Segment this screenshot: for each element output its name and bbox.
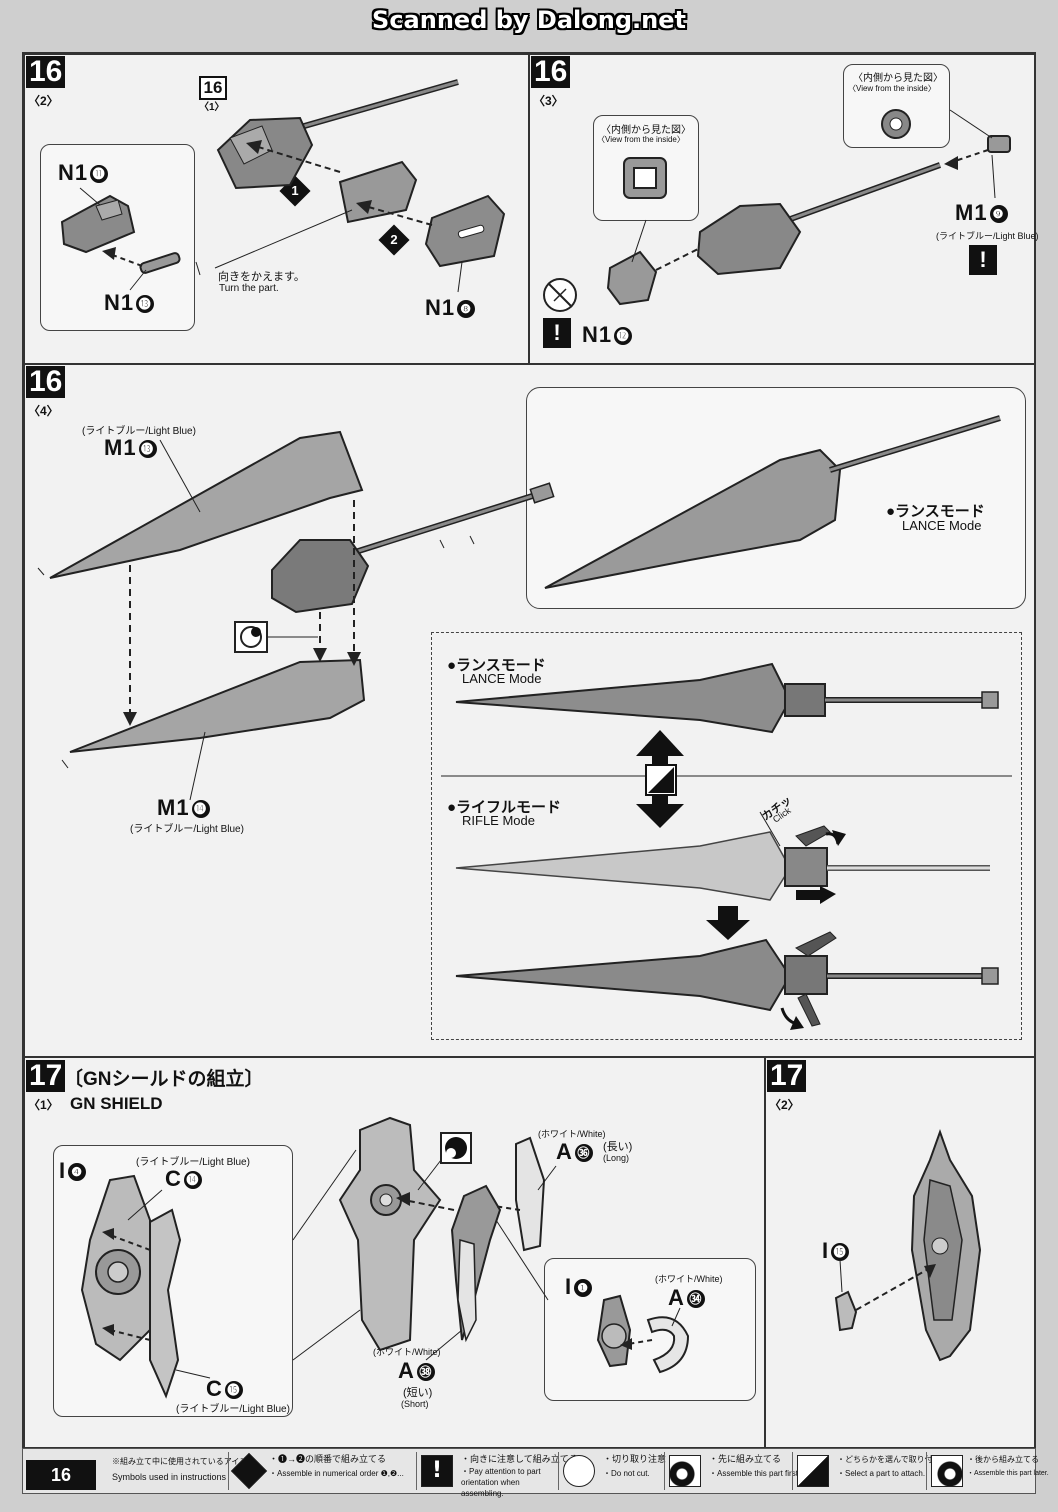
order-marker-1-text: 1	[291, 183, 299, 198]
lance-mode-label-jp: ●ランスモード	[886, 503, 985, 520]
legend-select-part: ・どちらかを選んで取り付ける ・Select a part to attach.	[792, 1452, 949, 1490]
step-number: 17	[767, 1060, 807, 1092]
icon-legend-bar	[22, 1448, 1036, 1494]
legend-text-en: ・Select a part to attach.	[837, 1469, 926, 1478]
part-color-m1-9: (ライトブルー/Light Blue)	[936, 231, 1039, 241]
inside-view-label-en: 〈View from the inside〉	[597, 135, 685, 144]
legend-do-not-cut: ・切り取り注意 ・Do not cut.	[558, 1452, 667, 1490]
mode-switch-box	[431, 632, 1022, 1040]
legend-text-en: ・Do not cut.	[603, 1469, 650, 1478]
part-a36-jp: (長い)	[603, 1141, 633, 1153]
turn-note-en: Turn the part.	[219, 283, 279, 294]
section-title-jp: 〔GNシールドの組立〕	[64, 1069, 264, 1090]
turn-note-jp: 向きをかえます。	[218, 271, 305, 283]
lance-mode-label-jp: ●ランスモード	[447, 657, 546, 674]
part-color-c14: (ライトブルー/Light Blue)	[136, 1157, 250, 1168]
legend-text-en: ・Assemble this part first.	[709, 1469, 801, 1478]
legend-text-jp: ・❶→❷の順番で組み立てる	[269, 1454, 387, 1464]
do-not-cut-icon	[563, 1455, 595, 1487]
section-title-en: GN SHIELD	[70, 1094, 163, 1113]
part-color-c15: (ライトブルー/Light Blue)	[176, 1404, 290, 1415]
assemble-first-icon	[669, 1455, 701, 1487]
legend-text-jp: ・向きに注意して組み立てる	[461, 1454, 578, 1464]
numerical-order-icon	[230, 1452, 268, 1490]
step-sub: 〈3〉	[533, 94, 564, 108]
legend-title-en: Symbols used in instructions	[112, 1472, 227, 1482]
lance-mode-label-en: LANCE Mode	[462, 671, 542, 686]
step-sub: 〈2〉	[28, 94, 59, 108]
legend-text-en: ・Assemble in numerical order ❶,❷...	[269, 1469, 404, 1478]
attention-icon: !	[543, 318, 571, 348]
lance-mode-label-en: LANCE Mode	[902, 518, 982, 533]
step-sub: 〈2〉	[769, 1098, 800, 1112]
part-a38-en: (Short)	[401, 1399, 429, 1409]
rifle-mode-label-en: RIFLE Mode	[462, 813, 535, 828]
inside-view-label-jp: 〈内側から見た図〉	[853, 73, 943, 84]
assemble-later-icon	[931, 1455, 963, 1487]
legend-text-en: ・Assemble this part later.	[967, 1470, 1049, 1477]
legend-text-jp: ・切り取り注意	[603, 1454, 667, 1464]
legend-assemble-later: ・後から組み立てる ・Assemble this part later.	[926, 1452, 1049, 1490]
step-number: 17	[26, 1060, 66, 1092]
step-number: 16	[26, 56, 66, 88]
ref-step-sub: 〈1〉	[199, 102, 225, 113]
legend-text-jp: ・どちらかを選んで取り付ける	[837, 1455, 949, 1464]
inside-view-label-en: 〈View from the inside〉	[848, 84, 936, 93]
legend-text-jp: ・後から組み立てる	[967, 1455, 1039, 1464]
part-color-a38: (ホワイト/White)	[373, 1347, 441, 1357]
order-marker-2-text: 2	[390, 232, 398, 247]
part-a36-en: (Long)	[603, 1153, 630, 1163]
part-color-a34: (ホワイト/White)	[655, 1274, 723, 1284]
legend-assemble-first: ・先に組み立てる ・Assemble this part first.	[664, 1452, 800, 1490]
rifle-mode-label-jp: ●ライフルモード	[447, 799, 562, 816]
part-color-a36: (ホワイト/White)	[538, 1129, 606, 1139]
legend-orientation: ! ・向きに注意して組み立てる ・Pay attention to part o…	[416, 1452, 578, 1498]
legend-numerical-order: ・❶→❷の順番で組み立てる ・Assemble in numerical ord…	[228, 1452, 416, 1490]
step-sub: 〈1〉	[28, 1098, 59, 1112]
step-number: 16	[531, 56, 571, 88]
part-a38-jp: (短い)	[403, 1387, 433, 1399]
step-sub: 〈4〉	[28, 404, 59, 418]
inside-view-label-jp: 〈内側から見た図〉	[601, 125, 691, 136]
part-color-m1-14: (ライトブルー/Light Blue)	[130, 824, 244, 835]
legend-text-en: ・Pay attention to part orientation when …	[461, 1467, 541, 1498]
page-number: 16	[26, 1460, 96, 1490]
attention-icon: !	[969, 245, 997, 275]
ref-step-box: 16	[199, 76, 227, 100]
legend-title-jp: ※組み立て中に使用されているアイコン	[112, 1457, 256, 1466]
step-number: 16	[26, 366, 66, 398]
part-color-m1-13: (ライトブルー/Light Blue)	[82, 426, 196, 437]
panel-step-17-2	[765, 1057, 1035, 1448]
select-part-icon	[797, 1455, 829, 1487]
scan-credit: Scanned by Dalong.net	[372, 6, 686, 34]
attention-icon: !	[421, 1455, 453, 1487]
legend-text-jp: ・先に組み立てる	[709, 1454, 782, 1464]
